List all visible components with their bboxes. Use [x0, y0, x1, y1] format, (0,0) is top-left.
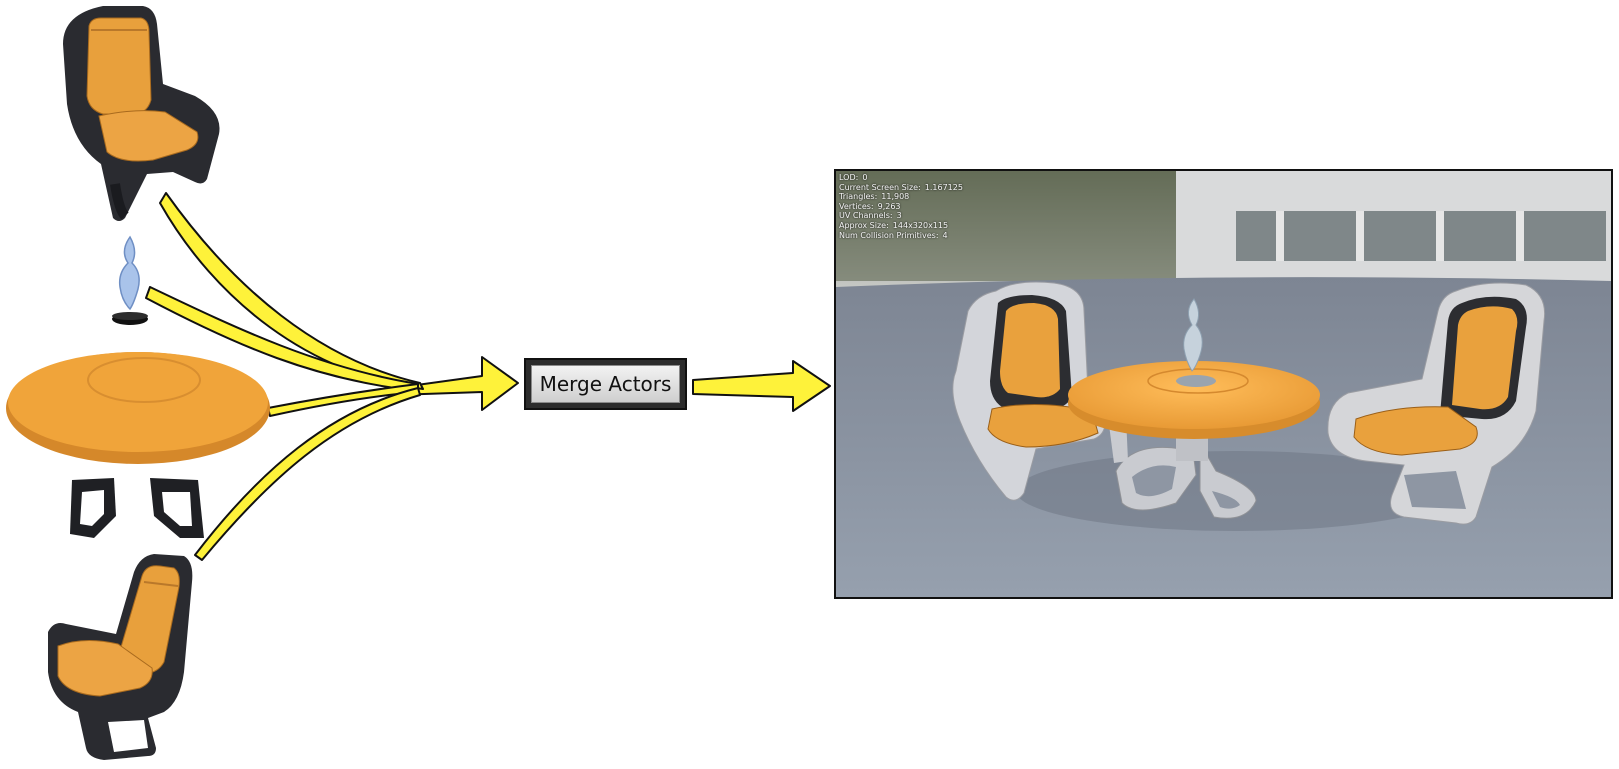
source-actor-chair-bottom	[48, 554, 193, 760]
stat-screen-size: Current Screen Size:1.167125	[839, 182, 963, 192]
stat-lod: LOD:0	[839, 173, 868, 182]
stat-vertices: Vertices:9,263	[839, 201, 901, 211]
viewport-stats-overlay: LOD:0 Current Screen Size:1.167125 Trian…	[839, 173, 963, 240]
source-actor-chair-top	[63, 6, 220, 221]
arrow-from-chair-top	[159, 192, 424, 390]
merge-actors-button-label: Merge Actors	[531, 365, 680, 403]
source-actor-statue	[112, 235, 148, 325]
stat-collision-primitives: Num Collision Primitives:4	[839, 230, 948, 240]
stat-approx-size: Approx Size:144x320x115	[839, 220, 949, 230]
source-actor-table	[6, 352, 270, 538]
merged-result-viewport[interactable]: LOD:0 Current Screen Size:1.167125 Trian…	[834, 169, 1613, 599]
stat-triangles: Triangles:11,908	[839, 192, 910, 202]
arrow-from-chair-bottom	[194, 387, 421, 561]
viewport-scene	[836, 171, 1611, 597]
stat-uv-channels: UV Channels:3	[839, 211, 902, 221]
merge-actors-button[interactable]: Merge Actors	[524, 358, 687, 410]
output-arrow-icon	[692, 360, 831, 412]
